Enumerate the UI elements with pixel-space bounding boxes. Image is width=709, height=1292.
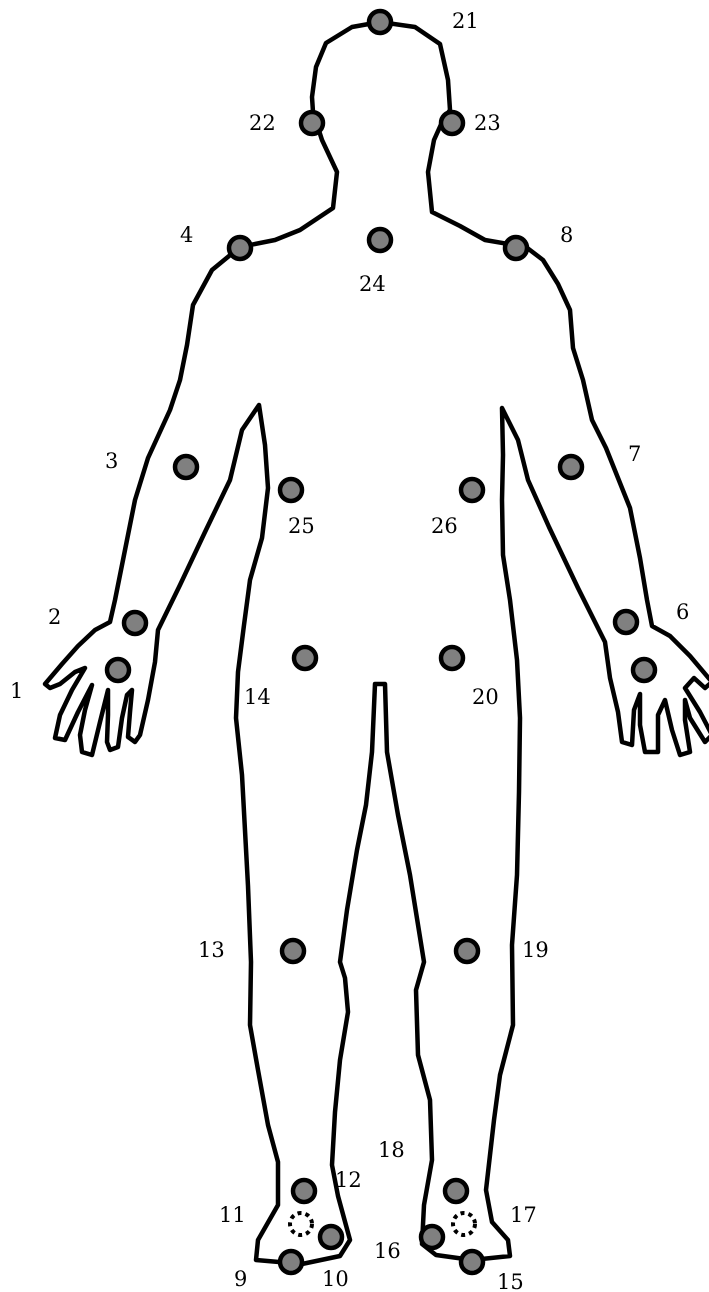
label-17: 17 <box>510 1203 537 1227</box>
marker-14[interactable] <box>294 647 316 669</box>
marker-9[interactable] <box>280 1251 302 1273</box>
label-19: 19 <box>522 938 549 962</box>
marker-26[interactable] <box>461 479 483 501</box>
label-2: 2 <box>48 605 61 629</box>
marker-6[interactable] <box>615 611 637 633</box>
label-4: 4 <box>180 223 193 247</box>
marker-21[interactable] <box>369 11 391 33</box>
label-21: 21 <box>452 9 479 33</box>
marker-24[interactable] <box>369 229 391 251</box>
marker-20-dot[interactable] <box>441 647 463 669</box>
label-9: 9 <box>234 1267 247 1291</box>
marker-6b[interactable] <box>633 659 655 681</box>
label-24: 24 <box>359 272 386 296</box>
label-3: 3 <box>105 449 118 473</box>
body-outline <box>45 22 709 1264</box>
marker-7-dot[interactable] <box>560 456 582 478</box>
marker-16[interactable] <box>421 1226 443 1248</box>
label-25: 25 <box>288 514 315 538</box>
label-14: 14 <box>244 685 271 709</box>
marker-10[interactable] <box>320 1226 342 1248</box>
marker-3[interactable] <box>175 456 197 478</box>
label-10: 10 <box>322 1267 349 1291</box>
label-8: 8 <box>560 223 573 247</box>
marker-4-dot[interactable] <box>229 237 251 259</box>
marker-6b-dot[interactable] <box>633 659 655 681</box>
label-7: 7 <box>628 442 641 466</box>
marker-26-dot[interactable] <box>461 479 483 501</box>
marker-10-dot[interactable] <box>320 1226 342 1248</box>
marker-23-dot[interactable] <box>441 112 463 134</box>
marker-19-dot[interactable] <box>456 940 478 962</box>
marker-1-dot[interactable] <box>107 659 129 681</box>
marker-24-dot[interactable] <box>369 229 391 251</box>
marker-7[interactable] <box>560 456 582 478</box>
marker-3-dot[interactable] <box>175 456 197 478</box>
marker-9-dot[interactable] <box>280 1251 302 1273</box>
marker-16-dot[interactable] <box>421 1226 443 1248</box>
marker-13-dot[interactable] <box>282 940 304 962</box>
marker-2-dot[interactable] <box>124 612 146 634</box>
label-11: 11 <box>219 1203 246 1227</box>
marker-14-dot[interactable] <box>294 647 316 669</box>
label-16: 16 <box>374 1239 401 1263</box>
label-15: 15 <box>497 1270 524 1292</box>
marker-22-dot[interactable] <box>301 112 323 134</box>
marker-22[interactable] <box>301 112 323 134</box>
label-26: 26 <box>431 514 458 538</box>
marker-19[interactable] <box>456 940 478 962</box>
marker-8[interactable] <box>505 237 527 259</box>
marker-18[interactable] <box>445 1180 467 1202</box>
marker-15[interactable] <box>461 1251 483 1273</box>
marker-21-dot[interactable] <box>369 11 391 33</box>
marker-18-dot[interactable] <box>445 1180 467 1202</box>
marker-15-dot[interactable] <box>461 1251 483 1273</box>
marker-25[interactable] <box>280 479 302 501</box>
marker-20[interactable] <box>441 647 463 669</box>
marker-13[interactable] <box>282 940 304 962</box>
marker-2[interactable] <box>124 612 146 634</box>
label-23: 23 <box>474 111 501 135</box>
marker-4[interactable] <box>229 237 251 259</box>
hidden-marker-left-ankle <box>290 1213 312 1235</box>
marker-1[interactable] <box>107 659 129 681</box>
marker-25-dot[interactable] <box>280 479 302 501</box>
label-6: 6 <box>676 600 689 624</box>
hidden-marker-right-ankle <box>453 1213 475 1235</box>
marker-8-dot[interactable] <box>505 237 527 259</box>
marker-6-dot[interactable] <box>615 611 637 633</box>
label-22: 22 <box>249 111 276 135</box>
label-20: 20 <box>472 685 499 709</box>
label-18: 18 <box>378 1138 405 1162</box>
label-1: 1 <box>10 679 23 703</box>
label-12: 12 <box>335 1168 362 1192</box>
marker-23[interactable] <box>441 112 463 134</box>
marker-12-dot[interactable] <box>293 1180 315 1202</box>
marker-12[interactable] <box>293 1180 315 1202</box>
label-13: 13 <box>198 938 225 962</box>
